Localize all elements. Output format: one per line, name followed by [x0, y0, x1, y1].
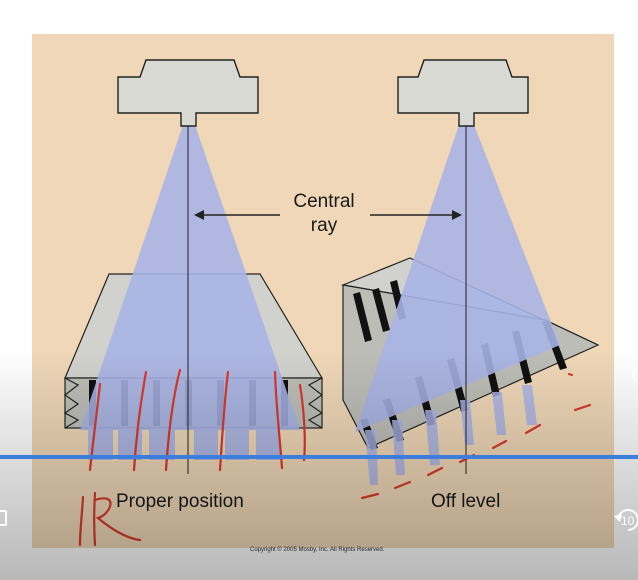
central-ray-label: Central ray [293, 191, 355, 236]
subtitles-icon[interactable] [0, 508, 8, 526]
progress-bar[interactable] [0, 455, 638, 459]
proper-position-diagram [63, 59, 324, 474]
off-level-diagram [340, 59, 600, 485]
progress-fill [0, 455, 638, 459]
right-xray-beam [355, 125, 560, 432]
right-xray-tube [397, 59, 529, 127]
left-xray-tube [117, 59, 259, 127]
skip-forward-button[interactable]: 10 [612, 504, 638, 534]
proper-position-label: Proper position [116, 491, 244, 512]
central-ray-arrows [194, 210, 462, 220]
off-level-label: Off level [431, 491, 501, 512]
red-annotations [78, 368, 592, 547]
left-transmitted-rays [88, 428, 280, 460]
side-panel-icon[interactable] [632, 366, 638, 382]
copyright-text: Copyright © 2005 Mosby, Inc. All Rights … [250, 547, 385, 553]
left-xray-beam [80, 125, 300, 430]
rewind-circle-icon [614, 509, 638, 531]
skip-seconds-label: 10 [621, 514, 635, 528]
ir-annotation [78, 495, 85, 547]
